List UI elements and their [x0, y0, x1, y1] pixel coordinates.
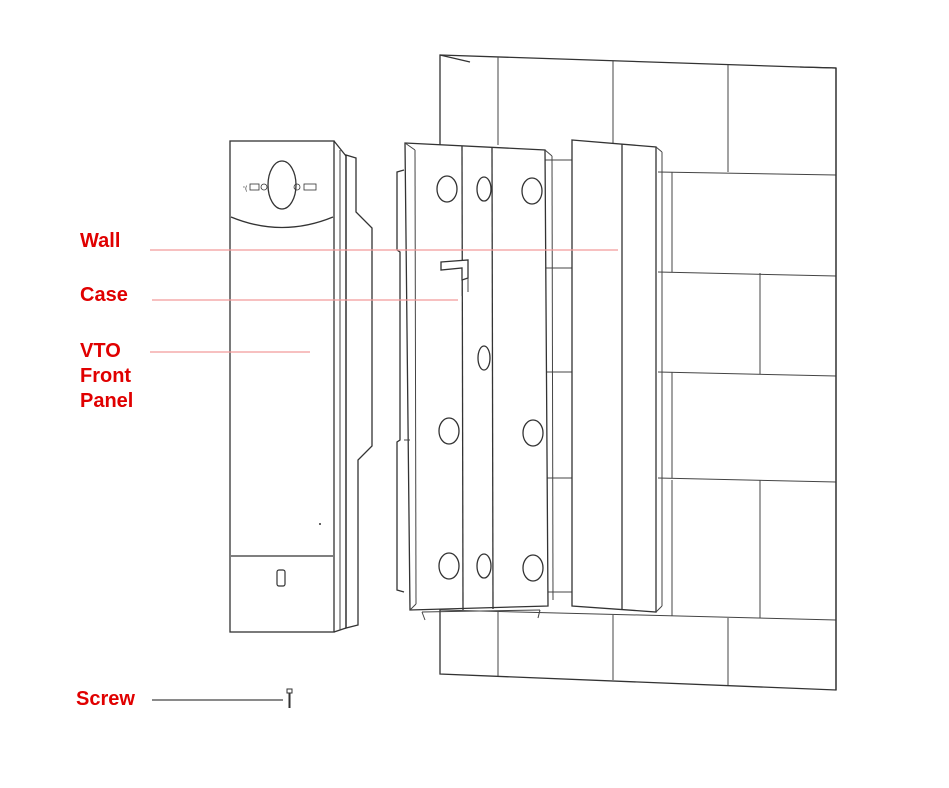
case-drawing: [396, 142, 554, 621]
vto-label-line-1: VTO: [80, 340, 121, 362]
vto-front-panel-label: VTO Front Panel: [80, 339, 133, 414]
vto-label-line-2: Front: [80, 365, 132, 387]
panel-mic-marking: '(: [243, 185, 248, 193]
vto-front-panel-drawing: '(: [229, 140, 373, 633]
call-button-drawing: [276, 569, 286, 587]
screw-drawing: [286, 688, 293, 708]
case-label: Case: [80, 284, 128, 306]
vto-label-line-3: Panel: [80, 390, 134, 412]
screw-label: Screw: [76, 688, 135, 710]
wall-label: Wall: [80, 230, 121, 252]
